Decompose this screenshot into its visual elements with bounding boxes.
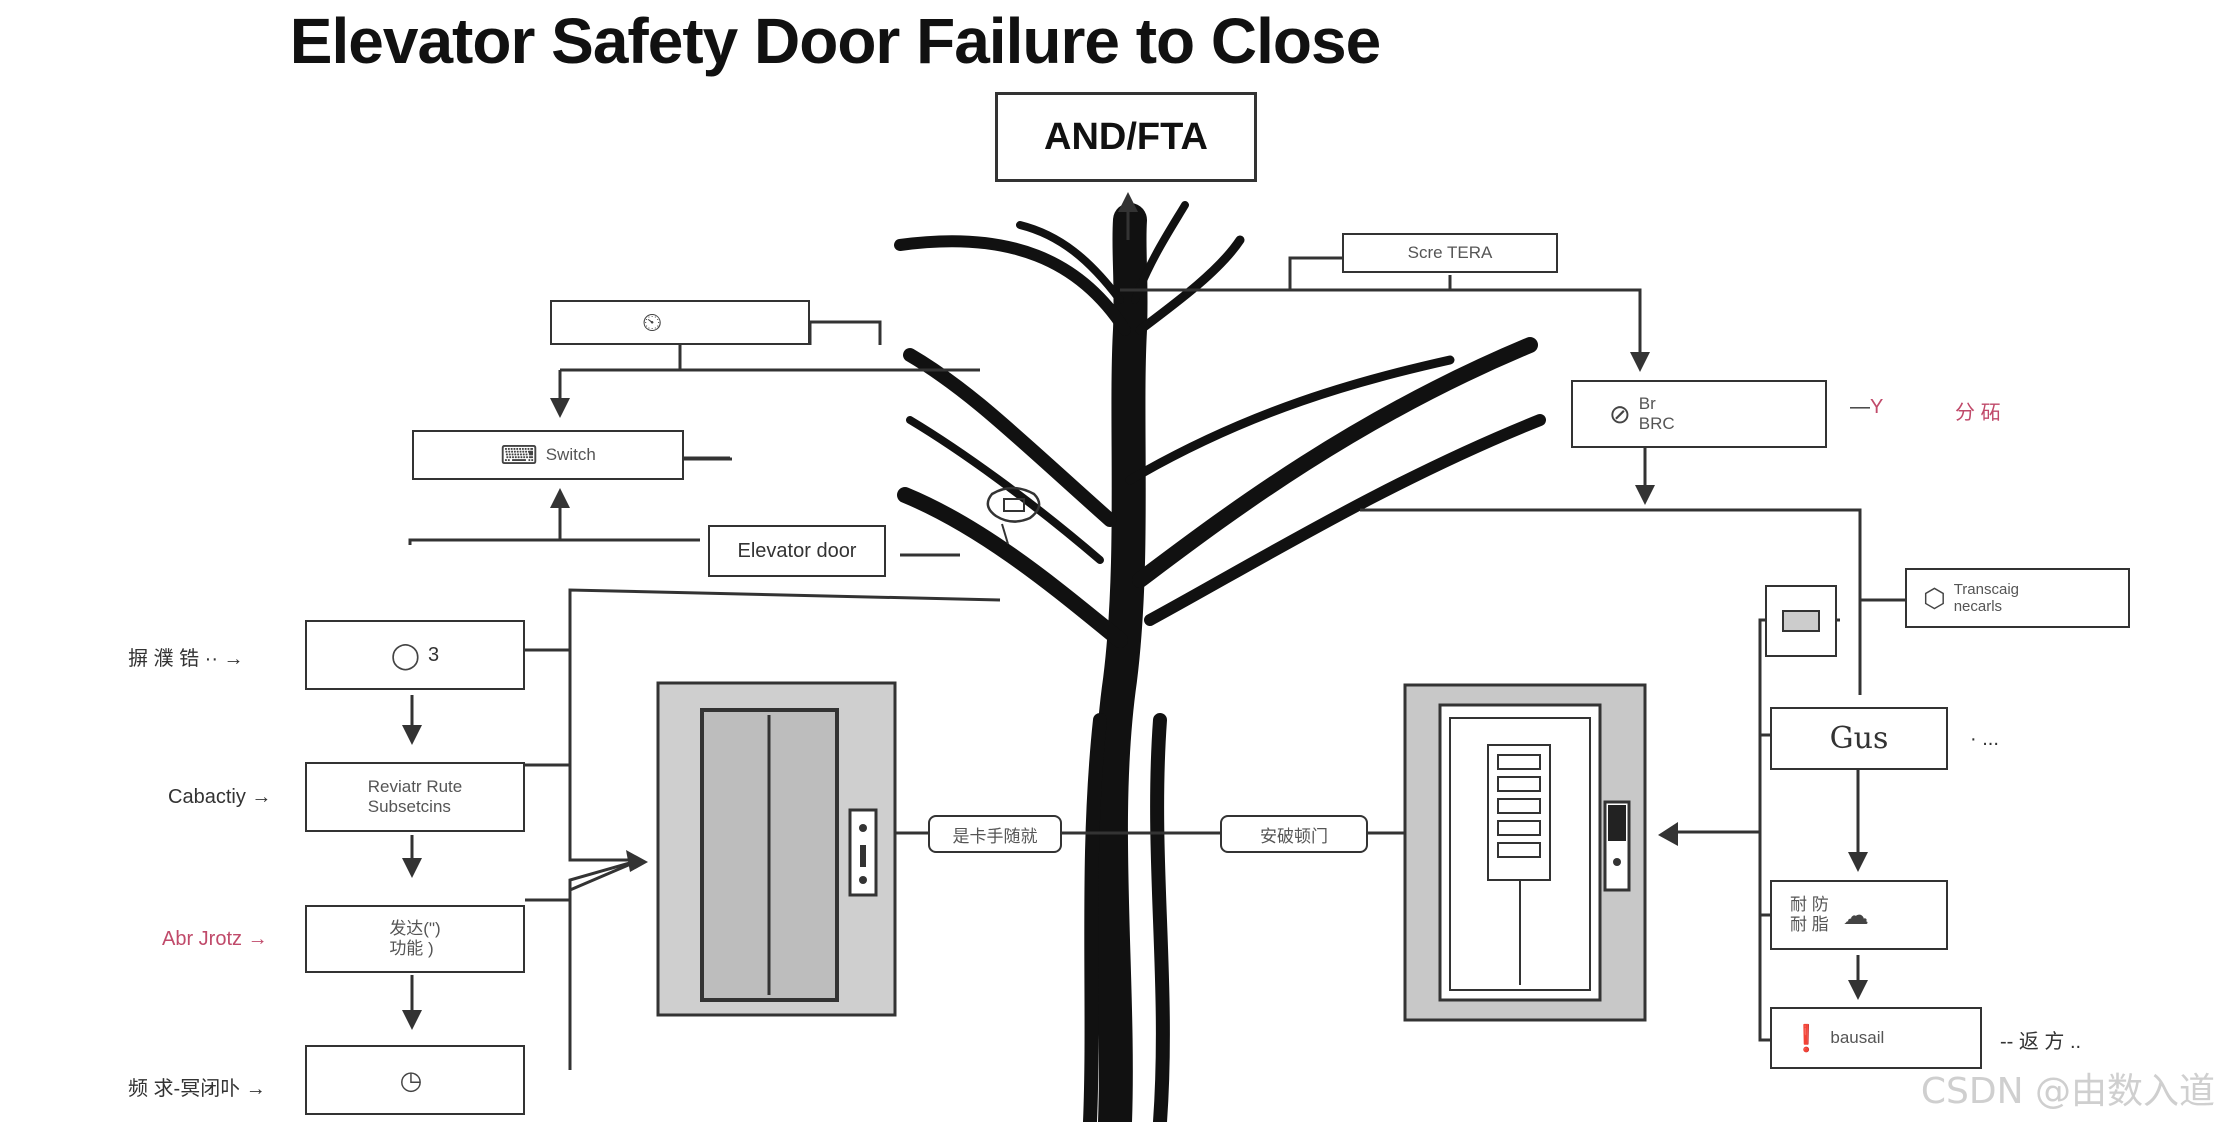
arrow-right-door-left [626,850,648,872]
root-gate-and: AND/FTA [995,92,1257,182]
arrow-down-l1 [402,725,422,745]
speech-bubble-icon [986,486,1041,545]
arrow-down-r1 [1848,852,1868,872]
node-left-b3: 发达(") 功能 ) [305,905,525,973]
side-label-l1: 摒 濮 锆 ·· → [128,648,244,670]
node-elevator-door: Elevator door [708,525,886,577]
node-left-b2: Reviatr Rute Subsetcins [305,762,525,832]
cloud-icon: ☁ [1842,899,1869,930]
side-label-r3: -- 返 方 .. [2000,1031,2082,1053]
node-center-right-tag: 安破顿门 [1220,815,1368,853]
side-label-r1: —Y [1850,396,1884,418]
arrow-up-left [550,488,570,508]
side-label-l3: Abr Jrotz → [162,928,268,950]
node-center-left-tag: 是卡手随就 [928,815,1062,853]
arrow-down-right [1635,485,1655,505]
arrow-up-root [1118,192,1138,212]
diagram-title: Elevator Safety Door Failure to Close [289,5,1381,77]
left-elevator-door [656,681,897,1017]
connectors [408,200,1905,1070]
circle-icon: ◯ [390,639,420,670]
side-label-l2: Cabactiy → [168,786,272,808]
side-label-l4: 频 求-冥闭卟 → [128,1078,266,1100]
node-right-square [1765,585,1837,657]
clock-icon: ⏲ [642,306,663,337]
node-right-transcaig: ⬡ Transcaig necarls [1905,568,2130,628]
arrowheads [402,192,1868,1030]
diamond-icon: ⬡ [1923,582,1946,613]
arrow-down-left [550,398,570,418]
node-left-switch: ⌨ Switch [412,430,684,480]
arrow-down-l3 [402,1010,422,1030]
node-right-gus: Gus [1770,707,1948,770]
tree-illustration [894,201,1546,1122]
arrow-left-door-right [1658,822,1678,846]
node-left-top: ⏲ [550,300,810,345]
slash-circle-icon: ⊘ [1609,398,1631,429]
node-right-br: ⊘ Br BRC [1571,380,1827,448]
switch-icon: ⌨ [500,439,538,470]
node-left-b1: ◯ 3 [305,620,525,690]
node-top-right: Scre TERA [1342,233,1558,273]
arrow-down-right-top [1630,352,1650,372]
arrow-down-l2 [402,858,422,878]
alert-icon: ❗ [1790,1022,1823,1053]
node-left-b4: ◷ [305,1045,525,1115]
watermark: CSDN @由数入道 [1920,1071,2215,1112]
clock-icon: ◷ [399,1064,423,1095]
side-label-r1b: 分 砳 [1955,402,2001,424]
screen-icon [1782,610,1820,632]
arrow-down-r2 [1848,980,1868,1000]
node-right-bottom: ❗ bausail [1770,1007,1982,1069]
side-label-r2: · ... [1970,728,1999,750]
right-elevator-door [1403,683,1647,1022]
node-right-rb3: 耐 防 耐 脂 ☁ [1770,880,1948,950]
